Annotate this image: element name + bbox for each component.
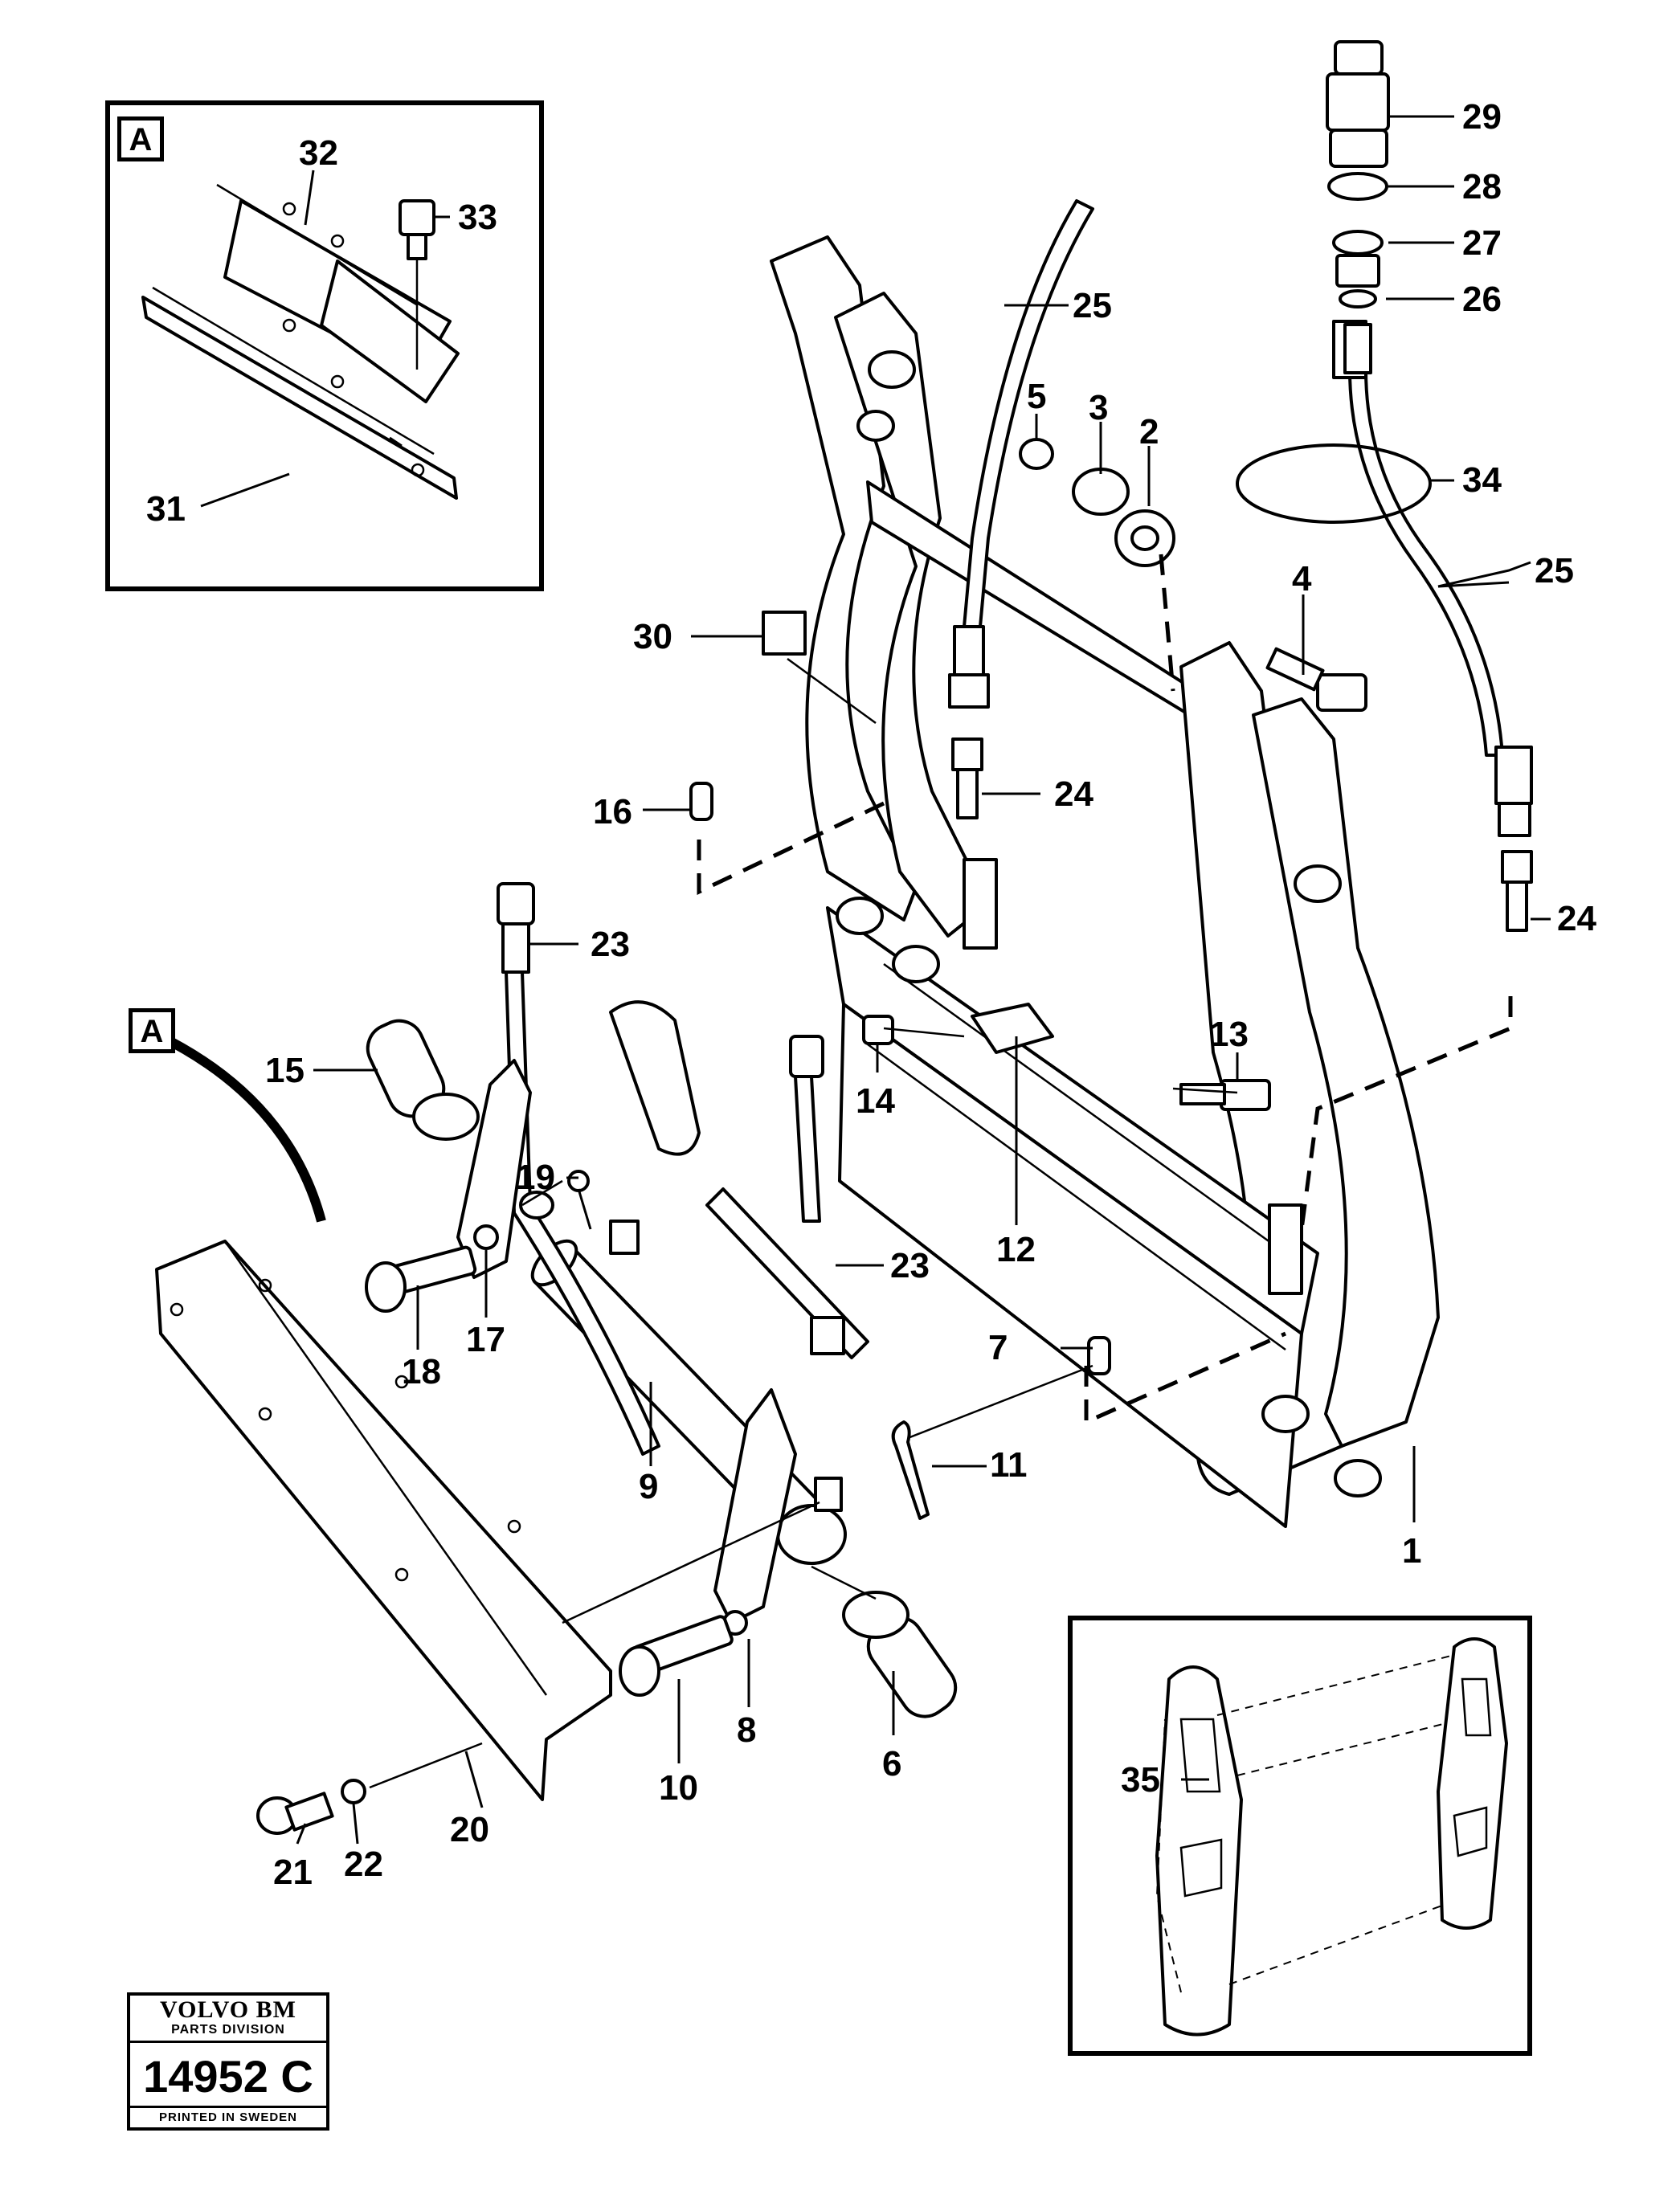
- callout-2: 2: [1139, 412, 1159, 451]
- washer-17: [519, 1191, 554, 1220]
- callout-17: 17: [466, 1320, 505, 1359]
- nut-part-14: [862, 1015, 894, 1045]
- callout-35: 35: [1121, 1760, 1160, 1800]
- callout-14: 14: [856, 1081, 895, 1121]
- bolt-part-4: [1265, 647, 1367, 712]
- label-part-30: [762, 611, 807, 656]
- callout-34: 34: [1462, 460, 1502, 500]
- callout-26: 26: [1462, 280, 1502, 319]
- callout-32: 32: [299, 133, 338, 173]
- callout-8: 8: [737, 1710, 756, 1750]
- callout-4: 4: [1292, 559, 1312, 599]
- detail-a-frame: [105, 100, 544, 591]
- callout-23-upper: 23: [591, 925, 630, 964]
- bolt-part-13: [1179, 1079, 1271, 1111]
- callout-33: 33: [458, 198, 497, 237]
- lever-part-17: [456, 1059, 532, 1279]
- callout-24-right: 24: [1557, 899, 1596, 938]
- callout-labels: 1 2 3 4 5 6 7 8 9 10 11 12 13 14 15 16 1…: [146, 97, 1596, 1892]
- stamp-number: 14952 C: [143, 2051, 313, 2102]
- callout-25-hose-right: 25: [1535, 551, 1574, 590]
- callout-19: 19: [516, 1158, 555, 1197]
- pin-part-6: [842, 1591, 958, 1718]
- stamp-brand: VOLVO BM: [160, 1996, 296, 2023]
- bolt-part-21: [256, 1792, 334, 1835]
- callout-1: 1: [1402, 1531, 1421, 1571]
- pipe-part-23-lower: [705, 1035, 869, 1359]
- callout-25-hose: 25: [1073, 286, 1112, 325]
- callout-6: 6: [882, 1744, 901, 1783]
- washer-part-22: [341, 1779, 366, 1804]
- callout-28: 28: [1462, 167, 1502, 206]
- callout-5: 5: [1027, 377, 1046, 416]
- callout-10: 10: [659, 1768, 698, 1808]
- fitting-parts-5-3-2: [1019, 438, 1175, 567]
- callout-21: 21: [273, 1853, 313, 1892]
- callout-27: 27: [1462, 223, 1502, 263]
- assembly-lines: [369, 554, 1513, 1789]
- fitting-stack: [1326, 40, 1390, 374]
- callout-3: 3: [1089, 388, 1108, 427]
- main-frame-part-1: [770, 235, 1440, 1528]
- detail-a-marker-top: A: [117, 116, 164, 161]
- callout-12: 12: [996, 1230, 1036, 1269]
- callout-29: 29: [1462, 97, 1502, 137]
- detail-a-marker-main: A: [129, 1008, 175, 1053]
- callout-7: 7: [988, 1328, 1008, 1367]
- nipple-part-24-left: [951, 737, 983, 819]
- callout-16: 16: [593, 792, 632, 831]
- ring-part-34: [1236, 443, 1432, 524]
- pin-part-10: [619, 1615, 734, 1697]
- callout-20: 20: [450, 1810, 489, 1849]
- lever-part-8: [713, 1388, 797, 1636]
- stamp-division: PARTS DIVISION: [130, 2023, 326, 2043]
- pin-part-15: [366, 1019, 480, 1141]
- pipe-part-23-upper: [497, 882, 701, 1456]
- callout-24-left: 24: [1054, 774, 1093, 814]
- split-pin-part-11: [891, 1420, 930, 1520]
- nipple-part-24-right: [1501, 850, 1533, 932]
- detail-35-frame: [1068, 1616, 1532, 2056]
- callout-18: 18: [402, 1352, 441, 1391]
- bracket-plate-part-20: [155, 1240, 612, 1801]
- callout-15: 15: [265, 1051, 305, 1090]
- leader-lines: [200, 115, 1551, 1845]
- grease-nipple-part-16: [689, 782, 713, 821]
- callout-31: 31: [146, 489, 186, 529]
- grease-nipple-part-7: [1087, 1336, 1111, 1375]
- bracket-part-12: [971, 1003, 1054, 1054]
- hose-right-part-25: [1332, 320, 1533, 837]
- stamp-footer: PRINTED IN SWEDEN: [130, 2106, 326, 2127]
- detail-a-pointer: [158, 1032, 326, 1223]
- detail-a-bolt: [399, 199, 435, 370]
- callout-13: 13: [1209, 1015, 1249, 1054]
- detail-35-frame-sketch: [1155, 1637, 1508, 2037]
- clip-part-19: [567, 1170, 592, 1230]
- callout-9: 9: [639, 1467, 658, 1506]
- callout-11: 11: [990, 1445, 1028, 1485]
- hose-part-25: [948, 199, 1094, 709]
- callout-23-lower: 23: [890, 1246, 930, 1285]
- volvo-bm-stamp: VOLVO BM PARTS DIVISION 14952 C PRINTED …: [127, 1992, 329, 2131]
- callout-22: 22: [344, 1845, 383, 1884]
- pin-part-18: [365, 1245, 477, 1313]
- callout-30: 30: [633, 617, 672, 656]
- detail-a-plates: [141, 183, 460, 500]
